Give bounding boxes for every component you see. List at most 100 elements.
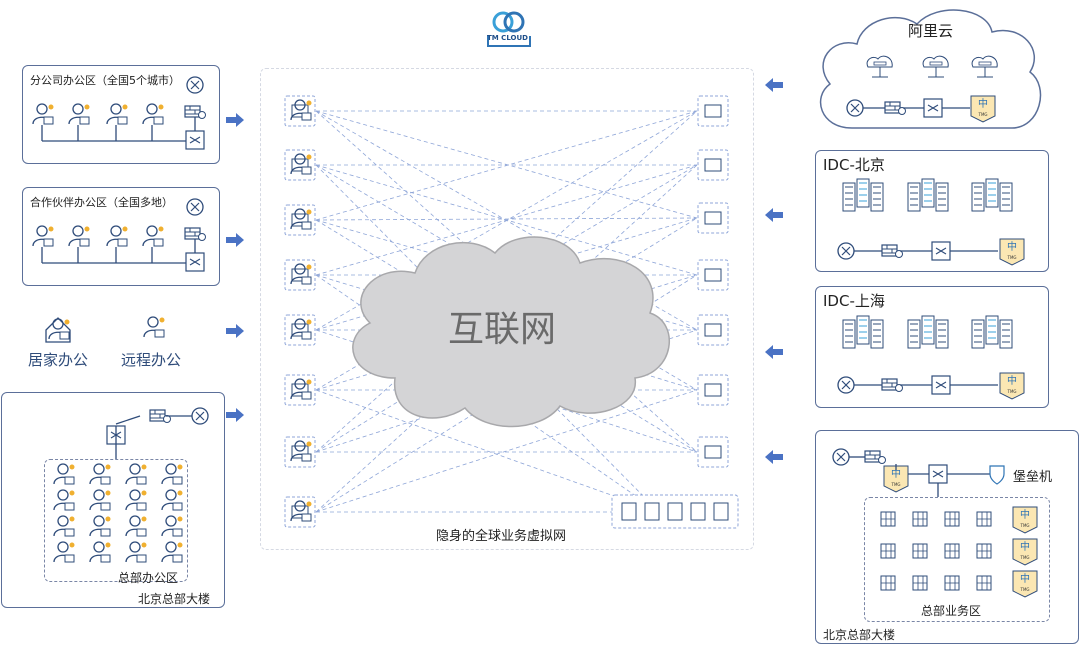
rack-server-icon [976, 511, 992, 527]
svg-text:TMG: TMG [1020, 587, 1030, 592]
user-icon [106, 225, 128, 247]
partner-office-title: 合作伙伴办公区（全国多地） [30, 196, 173, 209]
endpoint-user-icon [290, 263, 312, 285]
logo-text: TM CLOUD [487, 34, 528, 42]
hq-staff-user-icon [53, 541, 75, 563]
flow-arrow-icon [765, 345, 783, 359]
endpoint-user-icon [290, 318, 312, 340]
internet-label: 互联网 [448, 309, 557, 350]
server-rack-icon [907, 315, 949, 349]
internet-cloud [352, 236, 671, 428]
cloud-server-icon [971, 55, 998, 78]
hq-business-zone-label: 总部业务区 [921, 604, 982, 618]
endpoint-user-icon [290, 378, 312, 400]
hq-office-zone-label: 总部办公区 [118, 571, 179, 585]
flow-arrow-icon [765, 208, 783, 222]
server-rack-icon [842, 178, 884, 212]
endpoint-user-icon [290, 99, 312, 121]
hq-staff-user-icon [125, 541, 147, 563]
switch-icon [185, 252, 205, 272]
hq-staff-user-icon [161, 541, 183, 563]
hq-staff-user-icon [89, 541, 111, 563]
flow-arrow-icon [226, 113, 244, 127]
link-line [315, 329, 698, 453]
hq-staff-user-icon [125, 463, 147, 485]
link-line [315, 110, 698, 219]
svg-text:中: 中 [1020, 572, 1030, 585]
switch-icon [931, 375, 951, 395]
home-user-icon [48, 318, 70, 340]
svg-text:TMG: TMG [1020, 555, 1030, 560]
tmg-gateway-icon: 中 TMG [1012, 570, 1038, 598]
firewall-icon [881, 244, 903, 258]
user-icon [32, 225, 54, 247]
rack-server-icon [880, 575, 896, 591]
firewall-icon [864, 450, 886, 464]
cloud-server-icon [922, 55, 949, 78]
link-line [315, 219, 698, 453]
hq-staff-user-icon [161, 463, 183, 485]
svg-text:TMG: TMG [1007, 255, 1017, 260]
server-rack-icon [971, 315, 1013, 349]
flow-arrow-icon [226, 324, 244, 338]
rack-server-icon [880, 511, 896, 527]
svg-text:中: 中 [1007, 374, 1017, 387]
rack-server-icon [976, 543, 992, 559]
switch-icon [928, 464, 948, 484]
idc-shanghai-label: IDC-上海 [823, 292, 885, 310]
user-icon [68, 103, 90, 125]
virtual-network-region [260, 68, 754, 550]
rack-server-icon [912, 575, 928, 591]
hq-staff-user-icon [89, 515, 111, 537]
switch-icon [185, 130, 205, 150]
endpoint-user-icon [290, 440, 312, 462]
branch-office-title: 分公司办公区（全国5个城市） [30, 74, 180, 87]
firewall-icon [149, 409, 171, 423]
remote-office-label: 远程办公 [121, 351, 182, 369]
switch-icon [923, 98, 943, 118]
home-office-label: 居家办公 [28, 351, 89, 369]
rack-server-icon [912, 543, 928, 559]
endpoint-user-icon [290, 153, 312, 175]
rack-server-icon [944, 543, 960, 559]
firewall-icon [184, 227, 206, 241]
firewall-icon [881, 378, 903, 392]
hq-staff-user-icon [89, 463, 111, 485]
router-icon [186, 76, 204, 94]
router-icon [832, 448, 850, 466]
svg-text:中: 中 [1007, 240, 1017, 253]
link-line [315, 164, 698, 391]
user-icon [106, 103, 128, 125]
user-icon [32, 103, 54, 125]
svg-text:TMG: TMG [1007, 389, 1017, 394]
crm-icon [697, 374, 729, 406]
server-rack-icon [907, 178, 949, 212]
hq-building-left-label: 北京总部大楼 [138, 592, 211, 606]
hq-staff-user-icon [161, 489, 183, 511]
erp-icon [697, 259, 729, 291]
router-icon [191, 407, 209, 425]
user-icon [142, 103, 164, 125]
rack-server-icon [912, 511, 928, 527]
link-line [315, 110, 698, 221]
rack-server-icon [944, 575, 960, 591]
link-line [315, 389, 660, 513]
link-line [315, 164, 660, 513]
svg-text:TMG: TMG [1020, 523, 1030, 528]
link-line [315, 217, 698, 221]
layers-icon [697, 314, 729, 346]
tmg-gateway-icon: 中 TMG [999, 372, 1025, 400]
server-rack-icon [842, 315, 884, 349]
switch-icon [931, 241, 951, 261]
cloud-server-icon [866, 55, 893, 78]
svg-text:中: 中 [978, 97, 988, 110]
bastion-shield-icon [989, 465, 1005, 485]
remote-user-icon [143, 316, 165, 338]
hq-staff-user-icon [53, 463, 75, 485]
folder-icon [697, 95, 729, 127]
router-icon [186, 198, 204, 216]
hq-staff-user-icon [89, 489, 111, 511]
rack-server-icon [880, 543, 896, 559]
